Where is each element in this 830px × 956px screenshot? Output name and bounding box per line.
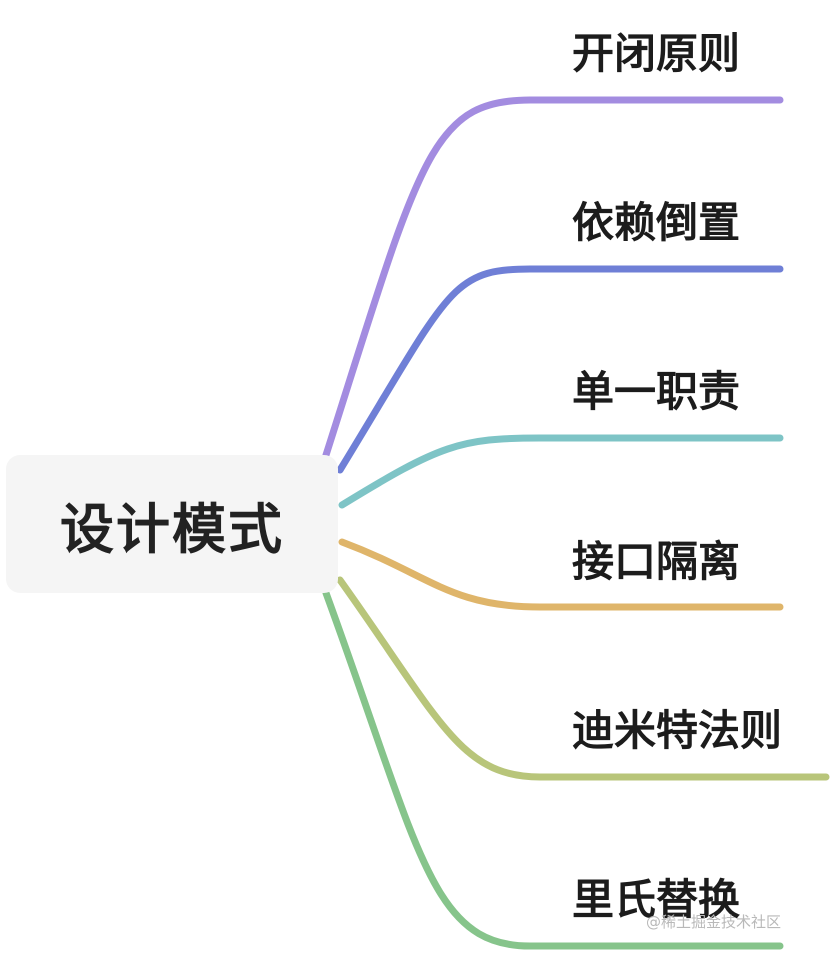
edge-liskov xyxy=(322,589,784,950)
branch-liskov[interactable]: 里氏替换 xyxy=(572,875,741,924)
edge-dependency-inversion xyxy=(336,265,784,474)
watermark: @稀土掘金技术社区 xyxy=(646,913,782,931)
edge-demeter xyxy=(336,576,830,781)
root-node[interactable]: 设计模式 xyxy=(6,455,338,593)
branch-interface-segregation[interactable]: 接口隔离 xyxy=(572,537,741,586)
edge-interface-segregation xyxy=(338,538,784,611)
root-label: 设计模式 xyxy=(60,497,284,561)
branch-dependency-inversion[interactable]: 依赖倒置 xyxy=(572,198,741,247)
branch-demeter[interactable]: 迪米特法则 xyxy=(572,706,783,755)
edge-open-closed xyxy=(322,96,784,459)
branch-open-closed[interactable]: 开闭原则 xyxy=(572,29,741,78)
branch-single-responsibility[interactable]: 单一职责 xyxy=(572,367,741,416)
edge-single-responsibility xyxy=(338,434,784,509)
